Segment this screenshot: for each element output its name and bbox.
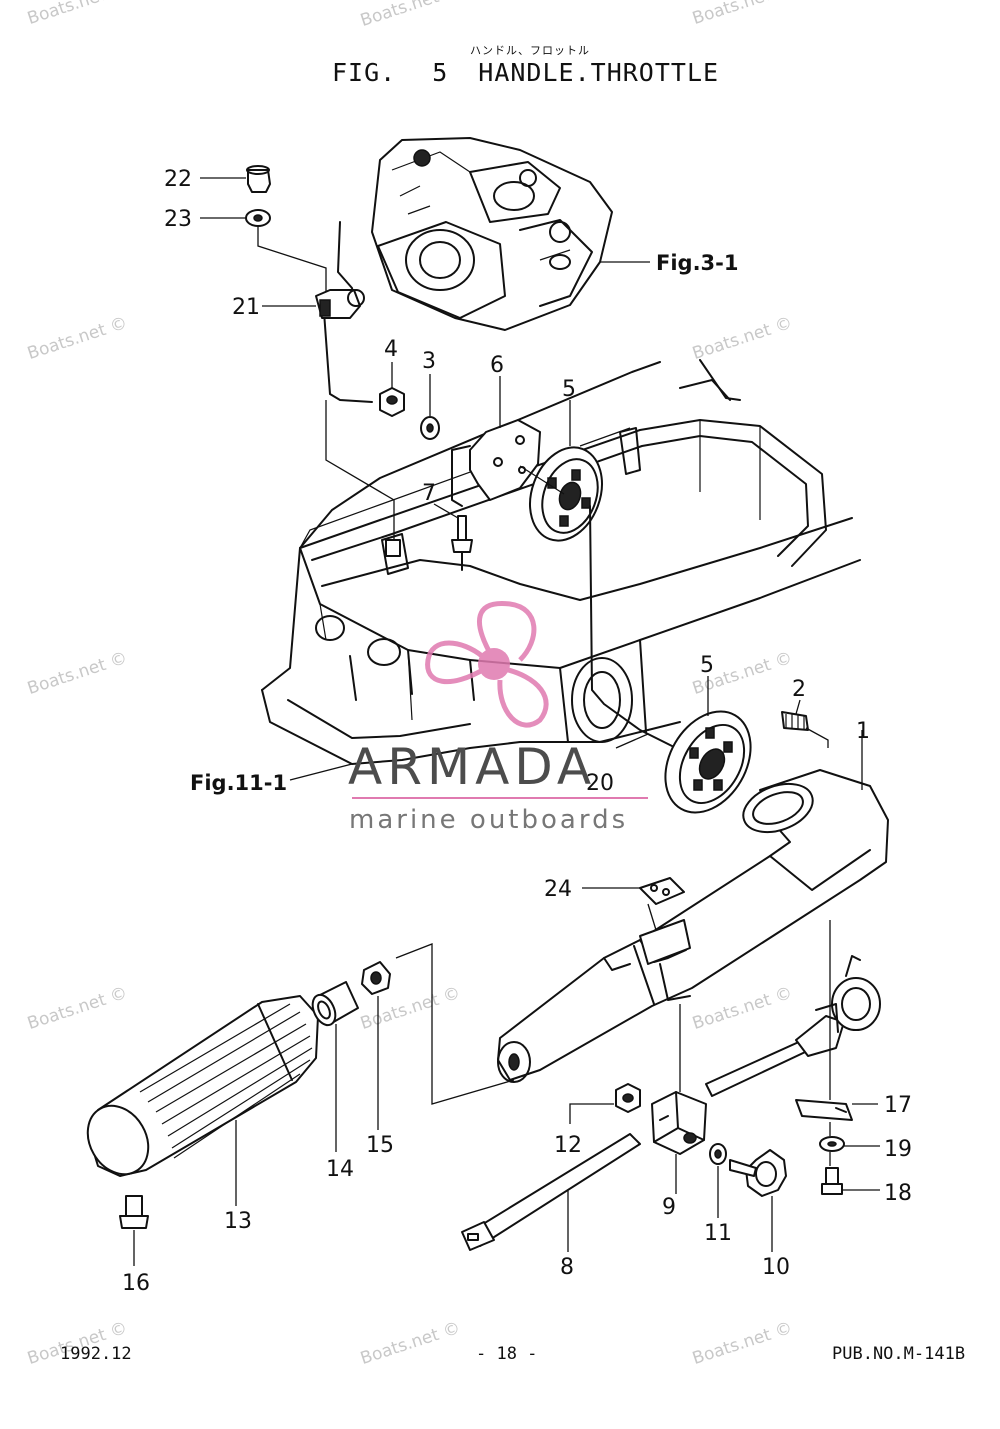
- brand-tagline: marine outboards: [349, 805, 629, 835]
- footer-publication-number: PUB.NO.M-141B: [832, 1344, 966, 1364]
- callout-5-lower: 5: [700, 653, 714, 678]
- washer-23-part: [245, 209, 271, 227]
- throttle-block-9-part: [651, 1091, 707, 1155]
- leader-lines: [133, 177, 880, 1266]
- callout-8: 8: [560, 1255, 574, 1280]
- nut-4-part: [379, 387, 405, 417]
- callout-16: 16: [122, 1271, 150, 1296]
- callout-10: 10: [762, 1255, 790, 1280]
- collar-14-part: [311, 981, 359, 1027]
- washer-3-part: [420, 416, 440, 440]
- friction-plate-17-part: [795, 1099, 853, 1121]
- callout-labels: 22 23 21 4 3 6 5 7 5 2 1 20 24 17 19 18 …: [122, 167, 912, 1296]
- callout-4: 4: [384, 337, 398, 362]
- callout-15: 15: [366, 1133, 394, 1158]
- callout-3: 3: [422, 349, 436, 374]
- throttle-cable-20-part: [519, 465, 701, 761]
- throttle-grip-13-part: [86, 995, 319, 1177]
- brand-name: ARMADA: [348, 738, 597, 796]
- callout-21: 21: [232, 295, 260, 320]
- callout-12: 12: [554, 1133, 582, 1158]
- figure-number: 5: [432, 58, 449, 87]
- nut-12-part: [615, 1083, 641, 1113]
- screw-18-part: [821, 1167, 843, 1195]
- callout-6: 6: [490, 353, 504, 378]
- plate-6-part: [451, 419, 541, 507]
- callout-20: 20: [586, 771, 614, 796]
- bushing-15-part: [361, 961, 391, 995]
- callout-14: 14: [326, 1157, 354, 1182]
- figure-title: FIG. 5 HANDLE.THROTTLE: [332, 58, 719, 87]
- washer-19-part: [819, 1136, 845, 1152]
- figure-name: HANDLE.THROTTLE: [478, 58, 720, 87]
- figure-subtitle-japanese: ハンドル、フロットル: [470, 44, 590, 57]
- callout-7: 7: [422, 481, 436, 506]
- plate-24-part: [639, 877, 685, 905]
- reference-fig-11-1: Fig.11-1: [190, 771, 287, 795]
- throttle-rod-8-part: [461, 1133, 641, 1251]
- throttle-shaft-part: [705, 955, 881, 1097]
- callout-23: 23: [164, 207, 192, 232]
- pin-7-part: [451, 515, 473, 571]
- callout-5-upper: 5: [562, 377, 576, 402]
- figure-label: FIG.: [332, 58, 397, 87]
- washer-11-part: [709, 1143, 727, 1165]
- callout-1: 1: [856, 719, 870, 744]
- screw-16-part: [119, 1195, 149, 1229]
- lower-cowling-drawing: [261, 359, 861, 765]
- footer-page-number: - 18 -: [476, 1344, 538, 1364]
- stud-2-part: [781, 711, 809, 731]
- carburetor-drawing: [371, 137, 613, 331]
- callout-13: 13: [224, 1209, 252, 1234]
- bolt-22-part: [246, 165, 271, 193]
- callout-11: 11: [704, 1221, 732, 1246]
- pulley-5-upper-part: [529, 446, 603, 542]
- brand-divider: [352, 797, 648, 799]
- callout-18: 18: [884, 1181, 912, 1206]
- adjust-knob-10-part: [729, 1149, 787, 1197]
- callout-2: 2: [792, 677, 806, 702]
- callout-19: 19: [884, 1137, 912, 1162]
- throttle-link-rod-part: [315, 221, 373, 403]
- propeller-logo-icon: [425, 601, 549, 728]
- callout-17: 17: [884, 1093, 912, 1118]
- footer-date: 1992.12: [60, 1344, 132, 1364]
- callout-22: 22: [164, 167, 192, 192]
- reference-fig-3-1: Fig.3-1: [656, 251, 739, 275]
- pulley-5-lower-part: [664, 710, 752, 814]
- callout-24: 24: [544, 877, 572, 902]
- callout-9: 9: [662, 1195, 676, 1220]
- steering-handle-1-part: [497, 769, 889, 1083]
